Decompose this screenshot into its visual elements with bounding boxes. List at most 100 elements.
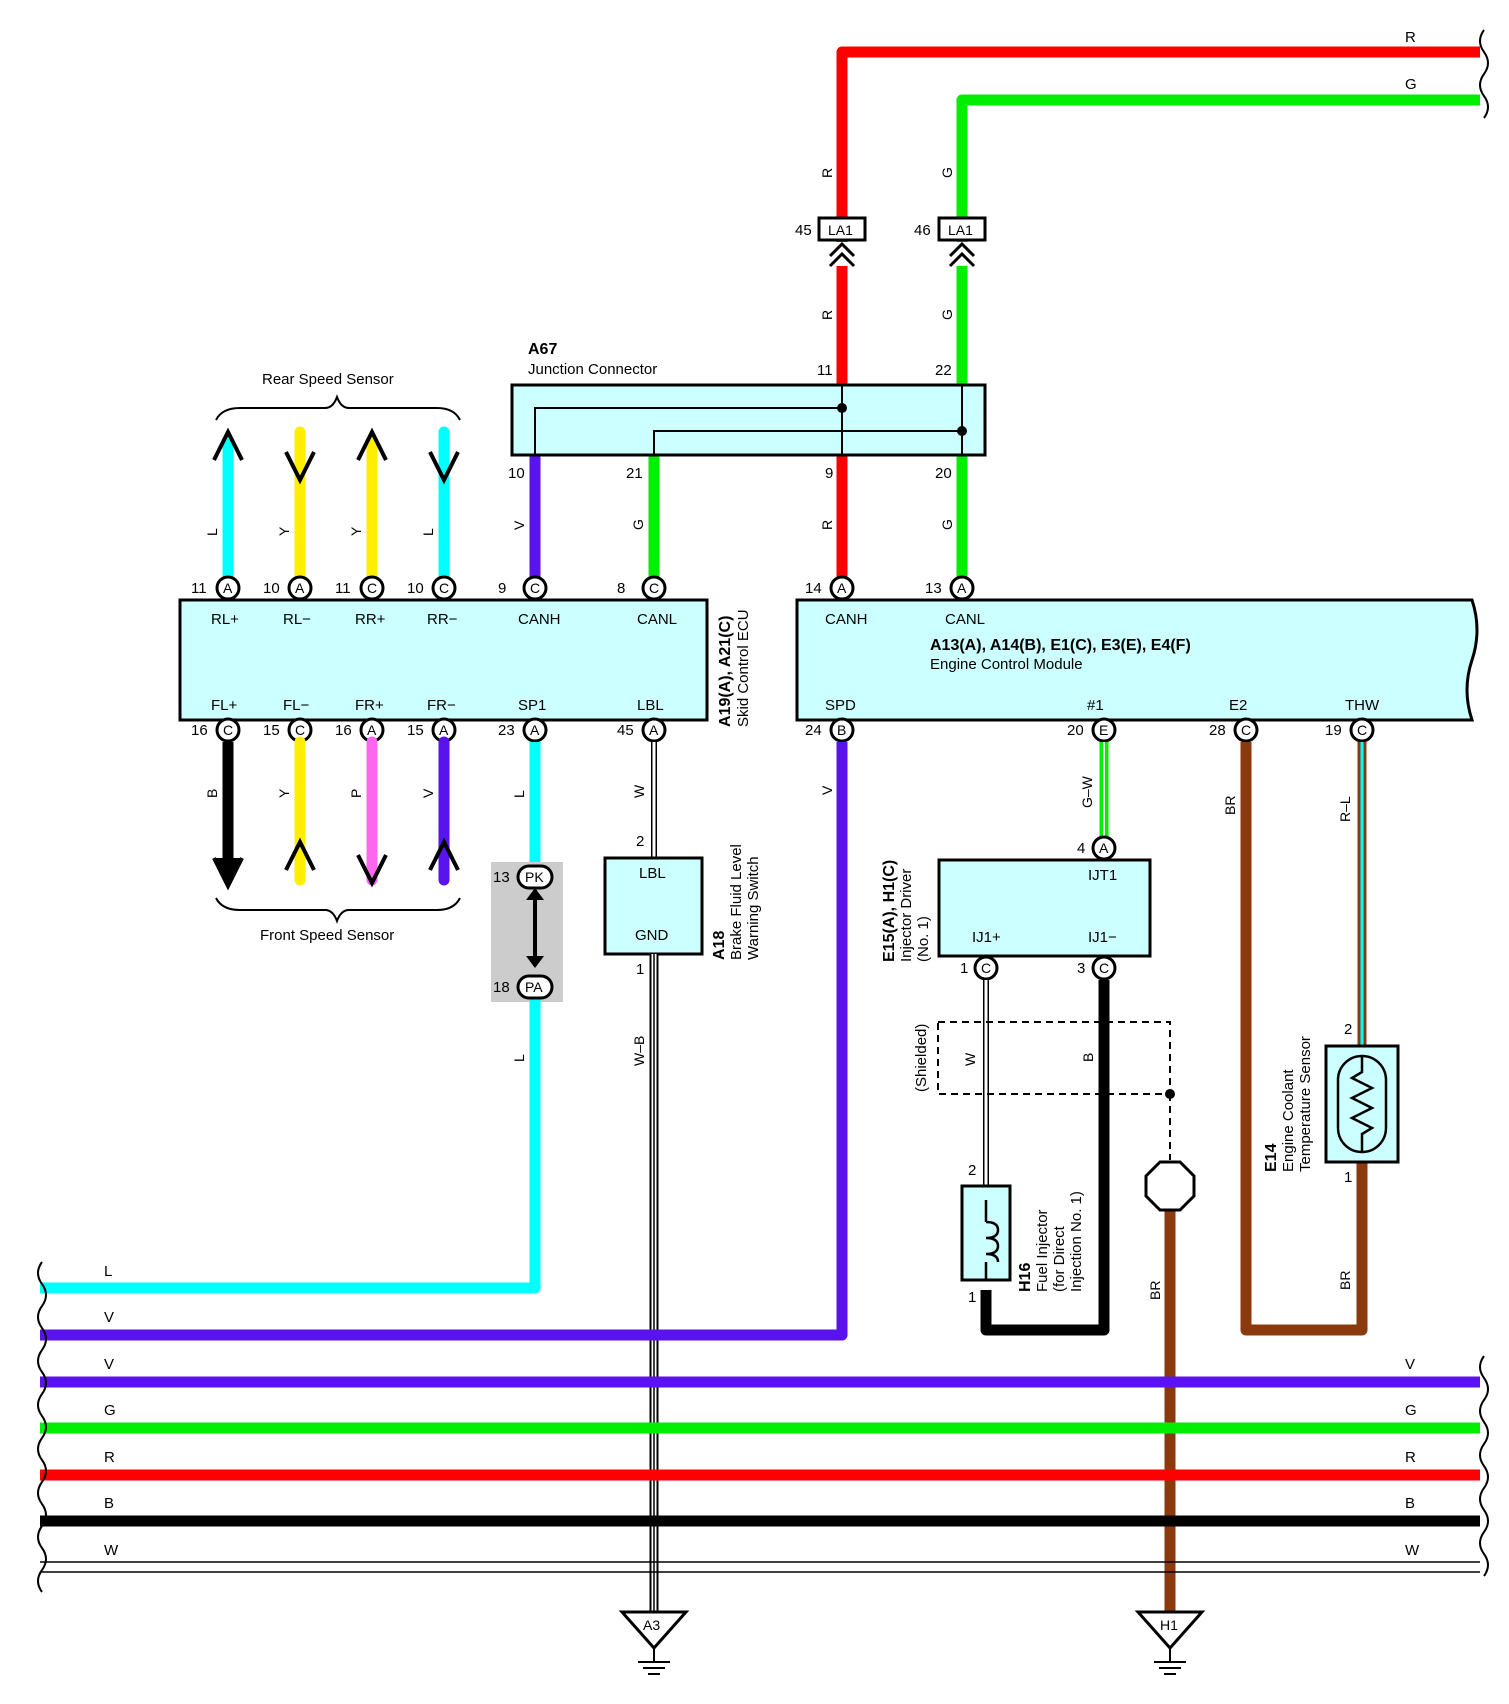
ground-a3-label: A3	[643, 1617, 660, 1633]
ground-a3: A3	[618, 1610, 690, 1675]
e15-box	[937, 858, 1152, 958]
sp1-wire-label: L	[511, 790, 527, 798]
ground-stud-icon	[1144, 1160, 1196, 1212]
wire-r-top	[836, 46, 1480, 242]
front-arrow-down-icon	[212, 857, 244, 891]
e15-pin4: 4	[1077, 840, 1085, 857]
skid-top-terminal: RR−	[427, 611, 458, 628]
front-wire-p: P	[348, 789, 364, 798]
a18-pin-1: 1	[636, 961, 644, 978]
ground-h1: H1	[1134, 1610, 1206, 1675]
ecm-bottom-pin-number: 28	[1209, 722, 1226, 739]
rear-wire-y2: Y	[348, 526, 364, 536]
skid-bottom-pin-number: 16	[335, 722, 352, 739]
bus-label-g: G	[104, 1402, 116, 1419]
a67-pin-22: 22	[935, 362, 952, 379]
ecm-top-pin-circle	[829, 575, 855, 601]
la1-right-box	[937, 216, 987, 242]
ground-h1-label: H1	[1160, 1617, 1178, 1633]
skid-bottom-pin-letter: A	[649, 722, 659, 738]
ecm-top-pin-number: 14	[805, 580, 822, 597]
thw-wire-label: R–L	[1337, 796, 1353, 822]
inj-wire-label: G–W	[1079, 775, 1095, 808]
pk-pa-connectors: PK 13 PA 18	[493, 864, 554, 1000]
skid-bottom-pin-number: 16	[191, 722, 208, 739]
a67-wire-g2: G	[939, 519, 955, 530]
skid-bottom-pin-circle	[522, 717, 548, 743]
rear-arrow-up-icon	[212, 427, 244, 461]
wire-label-r-upper: R	[819, 168, 835, 178]
skid-bottom-pin-letter: C	[223, 722, 233, 738]
skid-top-terminal: RL+	[211, 611, 239, 628]
skid-top-pin-letter: A	[295, 580, 305, 596]
gnd-wire-label: W–B	[631, 1036, 647, 1066]
wire-l-sp1-lower	[40, 998, 541, 1294]
a67-pin-20: 20	[935, 465, 952, 482]
a67-pin-21: 21	[626, 465, 643, 482]
la1-left-label: LA1	[828, 222, 853, 238]
top-bus-label-g: G	[1405, 76, 1417, 93]
h16-name1: Fuel Injector	[1034, 1209, 1051, 1292]
e14-coolant-sensor: 2 1 E14 Engine Coolant Temperature Senso…	[1263, 1021, 1400, 1186]
front-arrow-down-icon	[356, 854, 388, 888]
sp1-wire-label-lower: L	[511, 1054, 527, 1062]
front-wire-b: B	[204, 789, 220, 798]
front-arrow-up-icon	[428, 837, 460, 871]
skid-top-pin-number: 11	[335, 580, 351, 597]
rear-sensor-label: Rear Speed Sensor	[262, 371, 394, 388]
skid-bottom-terminal: FL−	[283, 697, 310, 714]
skid-top-pin-number: 9	[498, 580, 506, 597]
e15-terminal-ijt1: IJT1	[1088, 867, 1117, 884]
wire-br-e2	[1240, 742, 1368, 1336]
ecm-top-pin-number: 13	[925, 580, 942, 597]
ecm-box	[795, 598, 1479, 722]
ecm-bottom-pin-letter: B	[837, 722, 846, 738]
skid-top-pin-number: 11	[191, 580, 207, 597]
e14-wire-br: BR	[1337, 1271, 1353, 1290]
a67-box	[510, 383, 987, 457]
a67-pin-11: 11	[817, 362, 833, 379]
e15-injector-driver: A 4 IJT1 IJ1+ IJ1− C 1 C 3 E15(A), H1(C)…	[881, 835, 1152, 981]
ecm-bottom-terminal: THW	[1345, 697, 1380, 714]
bus-label-g-right: G	[1405, 1402, 1417, 1419]
skid-bottom-terminal: LBL	[637, 697, 664, 714]
bus-label-w-right: W	[1405, 1542, 1420, 1559]
skid-bottom-pin-letter: A	[367, 722, 377, 738]
h16-fuel-injector: 2 1 H16 Fuel Injector (for Direct Inject…	[960, 1162, 1085, 1306]
la1-connectors: LA1 45 LA1 46	[795, 216, 987, 268]
a67-splice-g	[957, 426, 967, 436]
a18-name2: Warning Switch	[745, 856, 762, 960]
bottom-bus: L V V G R B W V G R B W	[37, 1261, 1489, 1593]
front-wire-v: V	[420, 788, 436, 798]
skid-bottom-pin-number: 15	[407, 722, 424, 739]
skid-top-terminal: RL−	[283, 611, 311, 628]
engine-control-module: A13(A), A14(B), E1(C), E3(E), E4(F) Engi…	[795, 575, 1479, 743]
bus-label-b: B	[104, 1495, 114, 1512]
pa-pin: 18	[493, 979, 510, 996]
skid-bottom-pin-circle	[215, 717, 241, 743]
la1-left-box	[817, 216, 867, 242]
ground-a3-icon	[618, 1610, 690, 1651]
wire-label-r-lower: R	[819, 310, 835, 320]
a67-wire-v: V	[511, 520, 527, 530]
shielded-label: (Shielded)	[913, 1024, 930, 1092]
e15-pin4-letter: A	[1099, 840, 1109, 856]
top-bus-label-r: R	[1405, 29, 1416, 46]
e15-name2: (No. 1)	[915, 916, 932, 962]
skid-top-terminal: RR+	[355, 611, 386, 628]
skid-control-ecu: A19(A), A21(C) Skid Control ECU A11RL+A1…	[178, 575, 752, 743]
a67-junction-connector: A67 Junction Connector 11 22 10 21 9 20 …	[508, 341, 987, 530]
h16-code: H16	[1017, 1263, 1034, 1292]
bus-label-r-right: R	[1405, 1449, 1416, 1466]
a18-brake-fluid-switch: LBL GND A18 Brake Fluid Level Warning Sw…	[603, 844, 762, 960]
la1-left-pin: 45	[795, 222, 812, 239]
front-arrow-up-icon	[284, 837, 316, 871]
ecm-bottom-terminal: #1	[1087, 697, 1104, 714]
bus-label-v1: V	[104, 1309, 114, 1326]
front-wire-y: Y	[276, 788, 292, 798]
la1-right-chevron-icon	[948, 241, 976, 268]
bus-label-l: L	[104, 1263, 112, 1280]
